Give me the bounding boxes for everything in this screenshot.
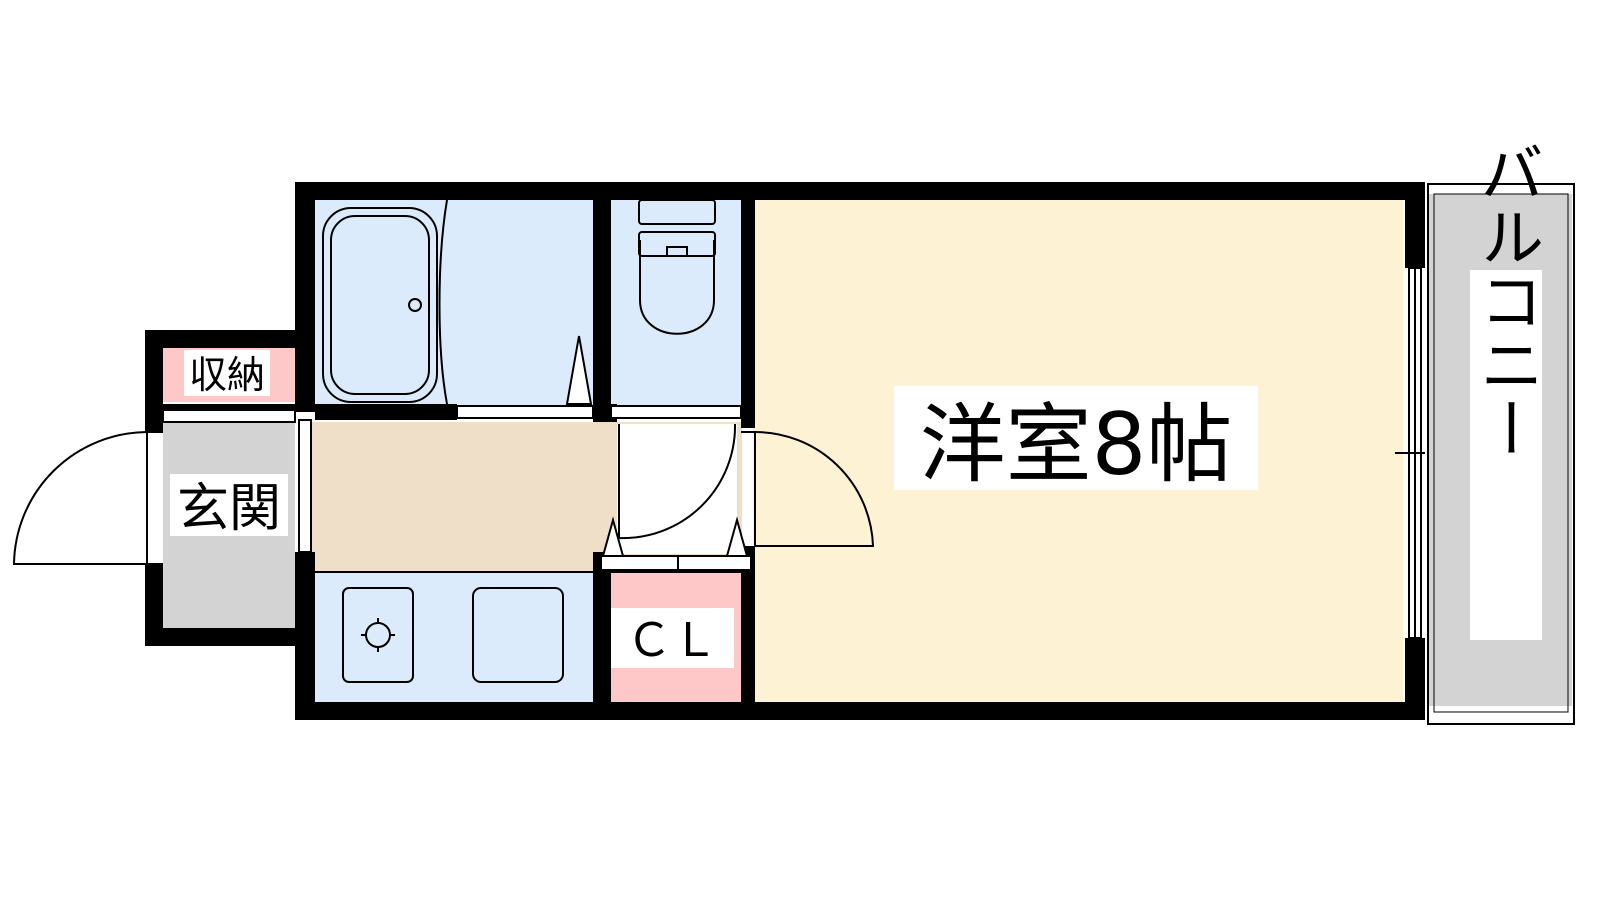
doors xyxy=(12,423,875,565)
entrance-label-bg xyxy=(170,474,288,536)
toilet-floor xyxy=(611,194,741,406)
closet-label: ＣＬ xyxy=(626,613,718,667)
kitchen-stove xyxy=(342,587,414,683)
bathroom-floor xyxy=(315,194,593,406)
door-swing-floor xyxy=(617,424,737,554)
toilet-fixture xyxy=(638,199,716,335)
closet-label-bg xyxy=(611,608,734,668)
kitchen-floor xyxy=(315,572,593,706)
entrance-label: 玄関 xyxy=(177,479,281,539)
kitchen-sink xyxy=(472,587,564,683)
toilet-door-swing xyxy=(618,423,737,540)
walls xyxy=(145,182,1425,720)
western-room-label: 洋室8帖 xyxy=(920,395,1233,495)
balcony-railing xyxy=(1427,183,1575,725)
balcony-label: バルコニー xyxy=(1469,140,1543,460)
storage-label-bg xyxy=(184,350,270,396)
entrance-door-swing xyxy=(12,431,148,565)
balcony-label-bg xyxy=(1470,270,1542,640)
partitions xyxy=(162,267,1425,639)
closet-door-markers xyxy=(565,335,749,557)
bathtub xyxy=(322,199,448,405)
room-door-swing xyxy=(754,431,875,547)
western-room-label-bg xyxy=(894,386,1258,490)
storage-label: 収納 xyxy=(189,353,265,397)
